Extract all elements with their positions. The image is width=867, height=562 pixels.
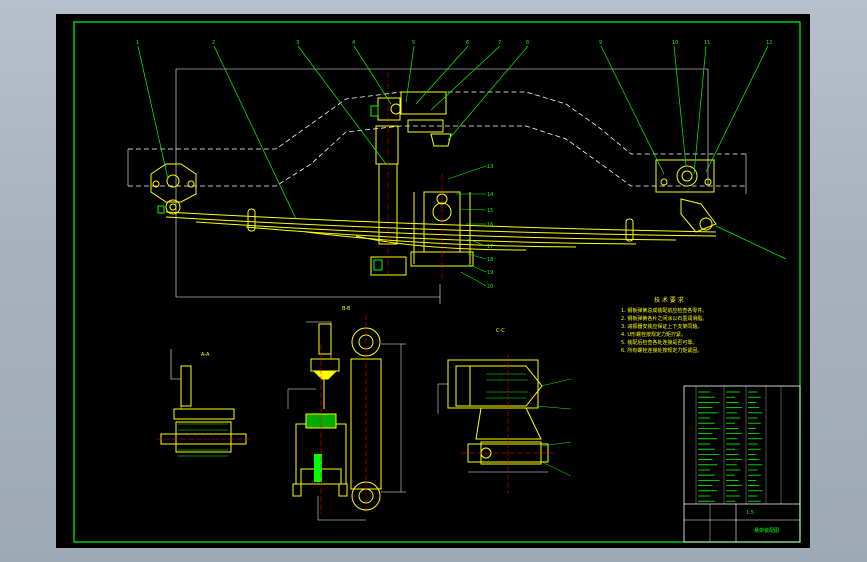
balloon-1: 1 (136, 40, 139, 46)
drawing-canvas: 1 2 3 4 5 6 7 8 9 10 11 12 (73, 21, 801, 543)
balloon-11: 11 (704, 40, 710, 46)
view-a-label: A-A (201, 352, 210, 358)
balloon-5: 5 (412, 40, 415, 46)
balloon-14: 14 (487, 192, 493, 198)
balloon-18: 18 (487, 257, 493, 263)
balloon-6: 6 (466, 40, 469, 46)
title-block-scale: 1:5 (746, 510, 754, 516)
view-b-label: B-B (342, 306, 351, 312)
drawing-border (73, 21, 801, 543)
balloon-9: 9 (599, 40, 602, 46)
balloon-10: 10 (672, 40, 678, 46)
title-block-name: 悬架装配图 (754, 527, 779, 534)
balloon-4: 4 (352, 40, 355, 46)
balloon-3: 3 (296, 40, 299, 46)
detail-view-c: C-C (437, 328, 572, 494)
detail-view-b: B-B (287, 306, 406, 521)
tech-req-title: 技 术 要 求 (654, 296, 684, 304)
tech-req-2: 2. 钢板弹簧各片之间涂以石墨润滑脂。 (621, 315, 707, 322)
tech-req-1: 1. 钢板弹簧总成装配前应检查各零件。 (621, 307, 707, 314)
technical-requirements: 技 术 要 求 1. 钢板弹簧总成装配前应检查各零件。 2. 钢板弹簧各片之间涂… (621, 296, 707, 354)
balloon-15: 15 (487, 208, 493, 214)
balloon-7: 7 (498, 40, 501, 46)
tech-req-5: 5. 装配后检查各处连接是否可靠。 (621, 339, 697, 346)
view-c-label: C-C (496, 328, 505, 334)
balloon-20: 20 (487, 284, 493, 290)
balloon-13: 13 (487, 164, 493, 170)
cad-drawing-sheet: 1 2 3 4 5 6 7 8 9 10 11 12 (56, 14, 810, 548)
balloon-2: 2 (212, 40, 215, 46)
balloon-17: 17 (487, 244, 493, 250)
tech-req-4: 4. U形螺栓按规定力矩拧紧。 (621, 331, 686, 338)
tech-req-3: 3. 减振器安装应保证上下支架同轴。 (621, 323, 702, 330)
title-block: 悬架装配图 1:5 (683, 385, 801, 543)
balloon-12: 12 (766, 40, 772, 46)
detail-view-a: A-A (156, 349, 251, 457)
balloon-16: 16 (487, 222, 493, 228)
tech-req-6: 6. 所有螺栓连接处按规定力矩紧固。 (621, 347, 702, 354)
balloon-8: 8 (526, 40, 529, 46)
main-elevation-view: 1 2 3 4 5 6 7 8 9 10 11 12 (127, 40, 787, 304)
balloon-19: 19 (487, 270, 493, 276)
